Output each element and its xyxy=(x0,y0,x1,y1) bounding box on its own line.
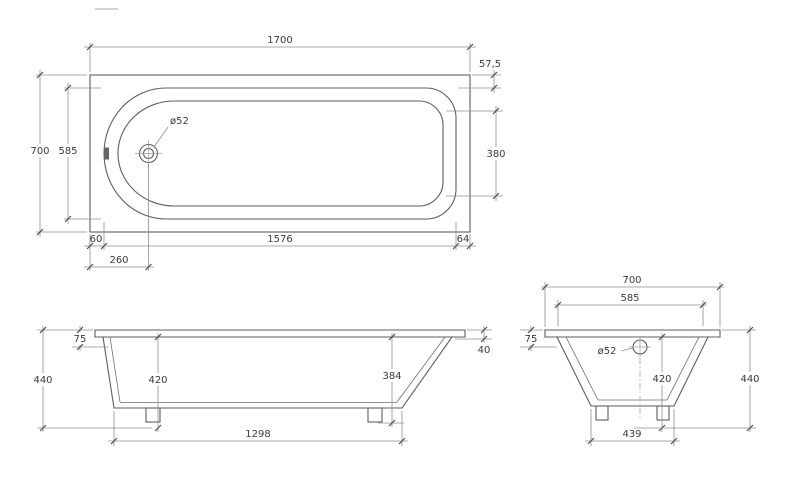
top-view: 1700 700 585 57 xyxy=(28,35,508,271)
overflow-mark xyxy=(104,147,109,160)
dim-front-edge: 40 xyxy=(455,326,492,356)
dim-top-width: 700 xyxy=(28,70,87,237)
dim-label-right-inner: 380 xyxy=(486,149,505,160)
dim-label-left-gap: 60 xyxy=(90,234,103,245)
dim-end-width: 700 xyxy=(541,275,724,327)
dim-top-length: 1700 xyxy=(84,35,476,72)
end-left-foot xyxy=(595,405,609,421)
drain-end-view: ø52 xyxy=(598,336,651,420)
dim-label-end-rim-height: 75 xyxy=(525,334,538,345)
dim-label-front-rim-height: 75 xyxy=(74,334,87,345)
dim-label-right-gap: 64 xyxy=(457,234,470,245)
dim-label-end-inner-depth: 420 xyxy=(652,374,671,385)
dim-end-base-width: 439 xyxy=(585,409,680,446)
dim-label-front-right-depth: 384 xyxy=(382,371,401,382)
dim-end-rim-height: 75 xyxy=(520,326,557,351)
dim-label-end-width: 700 xyxy=(622,275,641,286)
dim-label-rim-width: 585 xyxy=(58,146,77,157)
front-left-wall xyxy=(102,336,115,409)
dim-end-inner-depth: 420 xyxy=(650,333,674,432)
dim-label-rim-length: 1576 xyxy=(267,234,292,245)
dim-top-bottom-chain: 60 1576 64 xyxy=(84,222,476,271)
dim-label-end-height: 440 xyxy=(740,374,759,385)
tub-rim-outline xyxy=(103,87,457,220)
end-right-wall xyxy=(673,336,709,407)
dim-front-right-depth: 384 xyxy=(378,333,404,427)
dim-label-drain-top: ø52 xyxy=(170,116,189,127)
dim-label-drain-offset: 260 xyxy=(109,255,128,266)
dim-label-drain-end: ø52 xyxy=(598,346,617,357)
tub-outer-edge xyxy=(89,74,471,233)
end-left-wall xyxy=(556,336,592,407)
dim-top-right-inner: 380 xyxy=(446,106,508,201)
dim-front-inner-depth: 420 xyxy=(146,333,170,432)
dim-label-end-rim-width: 585 xyxy=(620,293,639,304)
dim-label-front-height: 440 xyxy=(33,375,52,386)
dim-label-length: 1700 xyxy=(267,35,292,46)
end-right-foot xyxy=(656,405,670,421)
drain-callout-top: ø52 xyxy=(153,116,189,148)
end-view: ø52 700 585 75 xyxy=(520,275,762,446)
dim-front-rim-height: 75 xyxy=(37,326,108,351)
dim-label-front-edge: 40 xyxy=(478,345,491,356)
dim-end-height: 440 xyxy=(634,326,762,432)
front-right-foot xyxy=(367,407,383,423)
front-left-foot xyxy=(145,407,161,423)
dim-top-rim-offset: 57,5 xyxy=(458,59,501,93)
dim-end-rim-width: 585 xyxy=(554,293,707,326)
dim-label-front-inner-depth: 420 xyxy=(148,375,167,386)
dim-top-drain-offset: 260 xyxy=(84,164,154,271)
tub-basin-outline xyxy=(117,100,444,207)
dim-top-rim-width: 585 xyxy=(56,83,101,224)
front-right-wall xyxy=(401,336,453,409)
front-view: 75 440 420 384 xyxy=(31,326,492,446)
dim-front-base-length: 1298 xyxy=(108,411,408,446)
dim-label-front-base-length: 1298 xyxy=(245,429,270,440)
dim-front-height: 440 xyxy=(31,326,152,432)
dim-label-end-base-width: 439 xyxy=(622,429,641,440)
dim-label-width: 700 xyxy=(30,146,49,157)
dim-label-rim-offset: 57,5 xyxy=(479,59,501,70)
